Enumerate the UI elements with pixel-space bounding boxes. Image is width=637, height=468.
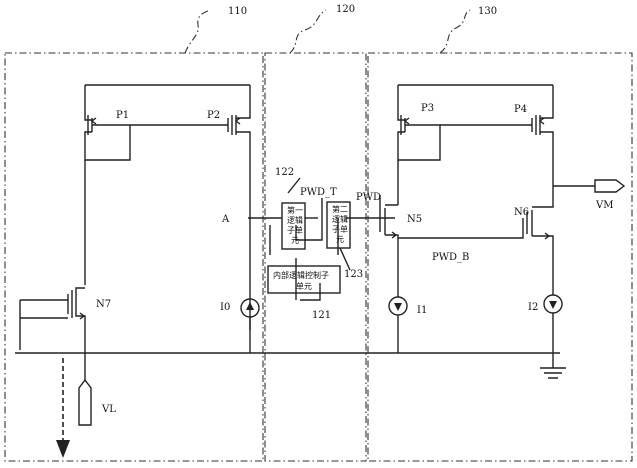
p4-label: P4 (514, 104, 527, 115)
block-120-label: 120 (336, 4, 355, 15)
block-130-leader (439, 9, 471, 54)
pwd-label: PWD (356, 192, 381, 203)
block-110-leader (184, 9, 211, 54)
block-110-wiring (15, 84, 560, 380)
internal-logic-unit-line1: 内部逻辑控制子 (273, 270, 329, 280)
vl-pin-arrow (78, 378, 92, 426)
svg-text:辑: 辑 (295, 215, 303, 225)
unit-122-label: 122 (275, 167, 294, 178)
svg-text:逻: 逻 (332, 214, 340, 224)
internal-logic-control-unit-box (267, 265, 341, 294)
n5-label: N5 (407, 214, 422, 225)
svg-text:辑: 辑 (340, 214, 348, 224)
svg-text:子: 子 (332, 225, 340, 234)
i1-label: I1 (417, 305, 427, 316)
block-130-boundary (367, 52, 633, 462)
svg-text:单: 单 (295, 225, 303, 235)
pwd-b-label: PWD_B (432, 252, 469, 263)
svg-text:第: 第 (332, 204, 340, 214)
svg-text:子: 子 (287, 226, 295, 235)
svg-text:元: 元 (291, 236, 299, 245)
second-logic-unit-text: 第 二 逻 辑 子 单 元 (332, 204, 348, 244)
first-logic-unit-box (281, 202, 306, 250)
svg-text:单: 单 (340, 224, 348, 234)
n7-label: N7 (96, 299, 111, 310)
vm-label: VM (595, 200, 613, 211)
node-a-label: A (221, 214, 230, 225)
p2-label: P2 (207, 110, 220, 121)
block-120-boundary (264, 52, 367, 462)
svg-text:一: 一 (295, 206, 303, 215)
svg-text:二: 二 (340, 205, 348, 214)
vl-arrowhead (56, 440, 70, 458)
svg-text:逻: 逻 (287, 215, 295, 225)
vm-output-arrow (594, 179, 626, 193)
block-130-wiring (379, 84, 595, 379)
n6-label: N6 (514, 207, 529, 218)
pwd-t-label: PWD_T (300, 187, 337, 198)
block-110-boundary (4, 52, 264, 462)
block-110-label: 110 (228, 6, 247, 17)
i2-label: I2 (528, 302, 538, 313)
i0-label: I0 (220, 302, 230, 313)
first-logic-unit-text: 第 一 逻 辑 子 单 元 (287, 205, 303, 245)
second-logic-unit-box (326, 201, 351, 249)
p1-label: P1 (116, 110, 129, 121)
svg-text:第: 第 (287, 205, 295, 215)
unit-121-label: 121 (312, 310, 331, 321)
vl-label: VL (101, 404, 116, 415)
unit-123-label: 123 (344, 269, 363, 280)
block-130-label: 130 (478, 6, 497, 17)
svg-text:元: 元 (336, 235, 344, 244)
block-120-leader (289, 9, 327, 54)
p3-label: P3 (421, 103, 434, 114)
internal-logic-unit-line2: 单元 (296, 281, 312, 291)
